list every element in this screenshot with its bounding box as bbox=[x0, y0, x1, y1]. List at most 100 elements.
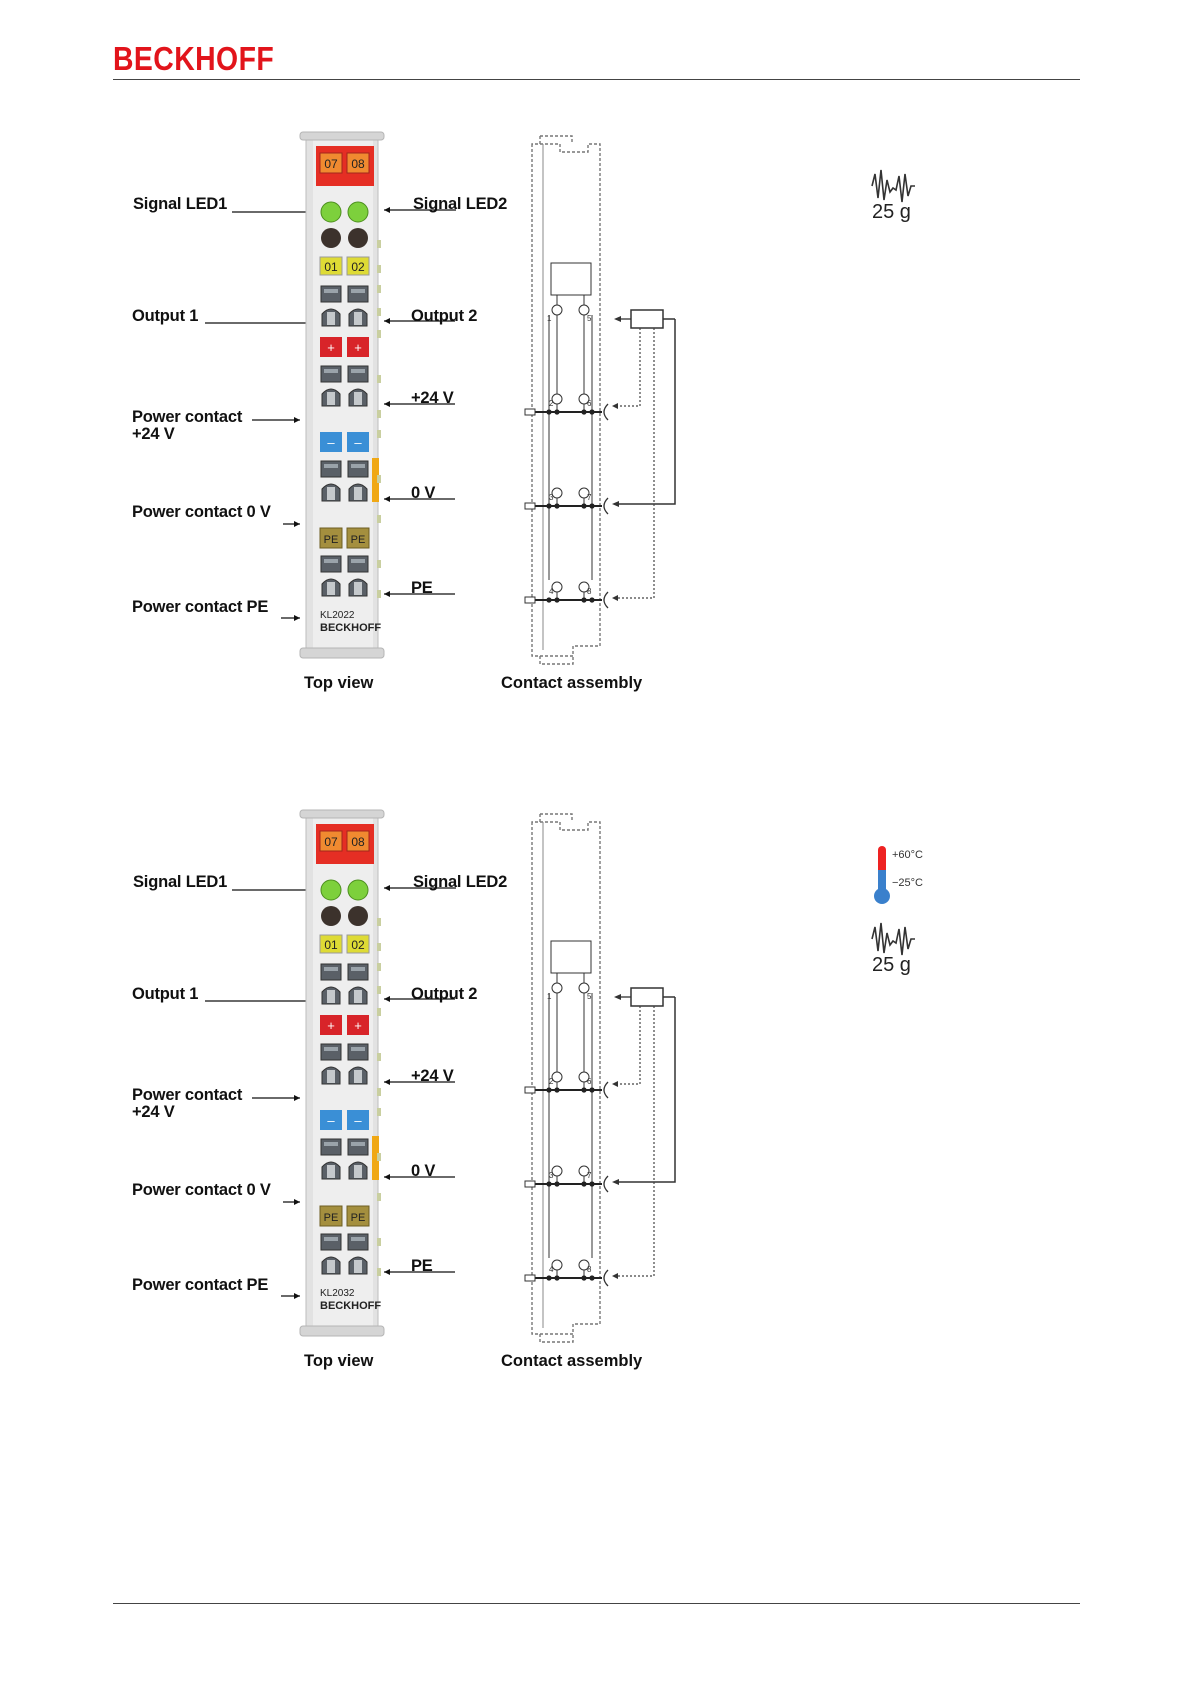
junction-dot bbox=[581, 409, 587, 415]
side-tick bbox=[377, 986, 381, 994]
junction-dot bbox=[554, 597, 560, 603]
contact-release bbox=[320, 555, 342, 573]
minus-label-right: – bbox=[354, 1113, 362, 1128]
contact-slot bbox=[354, 392, 362, 405]
junction-dot bbox=[554, 1181, 560, 1187]
side-tick bbox=[377, 590, 381, 598]
rail-spring bbox=[603, 1269, 609, 1287]
arrow-head bbox=[294, 417, 300, 423]
led-box-02 bbox=[346, 256, 370, 276]
junction-dot bbox=[589, 1275, 595, 1281]
contact-1-5 bbox=[551, 304, 563, 316]
junction-dot bbox=[546, 409, 552, 415]
arrow-head bbox=[294, 1095, 300, 1101]
terminal-brand: BECKHOFF bbox=[320, 622, 381, 634]
signal-led2 bbox=[347, 201, 369, 223]
side-tick bbox=[377, 475, 381, 483]
contact-number: 3 bbox=[549, 1171, 554, 1180]
contact-release-highlight bbox=[324, 1142, 338, 1146]
pe-box-left bbox=[319, 1205, 343, 1227]
signal-led1 bbox=[320, 201, 342, 223]
load-wire-0v bbox=[616, 319, 676, 505]
side-tick bbox=[377, 1053, 381, 1061]
contact-release-highlight bbox=[324, 559, 338, 563]
led-label-01: 01 bbox=[324, 260, 338, 274]
rail-stub bbox=[524, 408, 536, 416]
power-minus-right bbox=[347, 1110, 369, 1130]
contact-release-highlight bbox=[351, 967, 365, 971]
contact-slot bbox=[354, 312, 362, 325]
contact-slot bbox=[327, 312, 335, 325]
contact-release-highlight bbox=[351, 369, 365, 373]
label-signal-led1: Signal LED1 bbox=[133, 195, 228, 213]
arrow-head bbox=[384, 318, 390, 324]
led-box-01 bbox=[319, 256, 343, 276]
junction-dot bbox=[546, 1181, 552, 1187]
dark-led-left bbox=[321, 228, 341, 248]
contact-release bbox=[320, 1233, 342, 1251]
side-tick bbox=[377, 943, 381, 951]
side-tick bbox=[377, 515, 381, 523]
contact-release bbox=[347, 555, 369, 573]
contact-number: 5 bbox=[587, 314, 592, 323]
load-symbol bbox=[630, 987, 664, 1007]
signal-led1 bbox=[320, 879, 342, 901]
orange-marker bbox=[372, 458, 379, 502]
spring-contact bbox=[551, 393, 563, 405]
output-module-box bbox=[550, 262, 592, 296]
contact-release-highlight bbox=[351, 559, 365, 563]
led-label-07: 07 bbox=[324, 157, 338, 171]
led-box-07 bbox=[319, 152, 343, 174]
rail-spring bbox=[603, 591, 609, 609]
contact-slot bbox=[354, 487, 362, 500]
junction-dot bbox=[546, 1275, 552, 1281]
junction-dot bbox=[546, 597, 552, 603]
pe-label-right: PE bbox=[351, 1212, 366, 1224]
weight-label: 25 g bbox=[872, 201, 911, 223]
spring-contact bbox=[551, 1165, 563, 1177]
side-tick bbox=[377, 560, 381, 568]
side-tick bbox=[377, 1193, 381, 1201]
contact-slot bbox=[354, 582, 362, 595]
thermometer-cold bbox=[878, 870, 886, 892]
spring-contact bbox=[551, 1259, 563, 1271]
contact-release bbox=[347, 460, 369, 478]
vibration-icon bbox=[871, 169, 915, 203]
terminal-bottom-clip bbox=[299, 1325, 385, 1337]
plus-label-right: + bbox=[354, 1018, 362, 1033]
arrow-head bbox=[384, 591, 390, 597]
assembly-bottom-outline bbox=[539, 656, 574, 665]
contact-release bbox=[347, 1043, 369, 1061]
power-minus-left bbox=[320, 432, 342, 452]
arrow-head bbox=[294, 1199, 300, 1205]
arrow-head bbox=[384, 401, 390, 407]
label-power-contact-pe: Power contact PE bbox=[132, 1276, 269, 1294]
rail-stub bbox=[524, 596, 536, 604]
contact-release-highlight bbox=[324, 289, 338, 293]
contact-release bbox=[320, 365, 342, 383]
arrow-head bbox=[384, 207, 390, 213]
power-plus-left bbox=[320, 337, 342, 357]
environment-symbols: +60°C−25°C25 g bbox=[871, 846, 923, 976]
terminal-model: KL2022 bbox=[320, 610, 355, 621]
side-tick bbox=[377, 240, 381, 248]
label-0v: 0 V bbox=[411, 484, 436, 502]
label-signal-led2: Signal LED2 bbox=[413, 873, 508, 891]
signal-led2 bbox=[347, 879, 369, 901]
contact-release bbox=[320, 285, 342, 303]
pe-box-right bbox=[346, 527, 370, 549]
side-tick bbox=[377, 308, 381, 316]
terminal-top-clip bbox=[299, 809, 385, 819]
contact-number: 8 bbox=[587, 1265, 592, 1274]
side-tick bbox=[377, 430, 381, 438]
contact-release bbox=[320, 1138, 342, 1156]
dashed-wire-24v bbox=[616, 328, 641, 407]
arrow-head bbox=[384, 885, 390, 891]
arrow-head bbox=[612, 595, 618, 601]
contact-1-5 bbox=[551, 982, 563, 994]
contact-release bbox=[320, 1043, 342, 1061]
contact-number: 8 bbox=[587, 587, 592, 596]
contact-slot bbox=[354, 990, 362, 1003]
contact-release-highlight bbox=[324, 1237, 338, 1241]
